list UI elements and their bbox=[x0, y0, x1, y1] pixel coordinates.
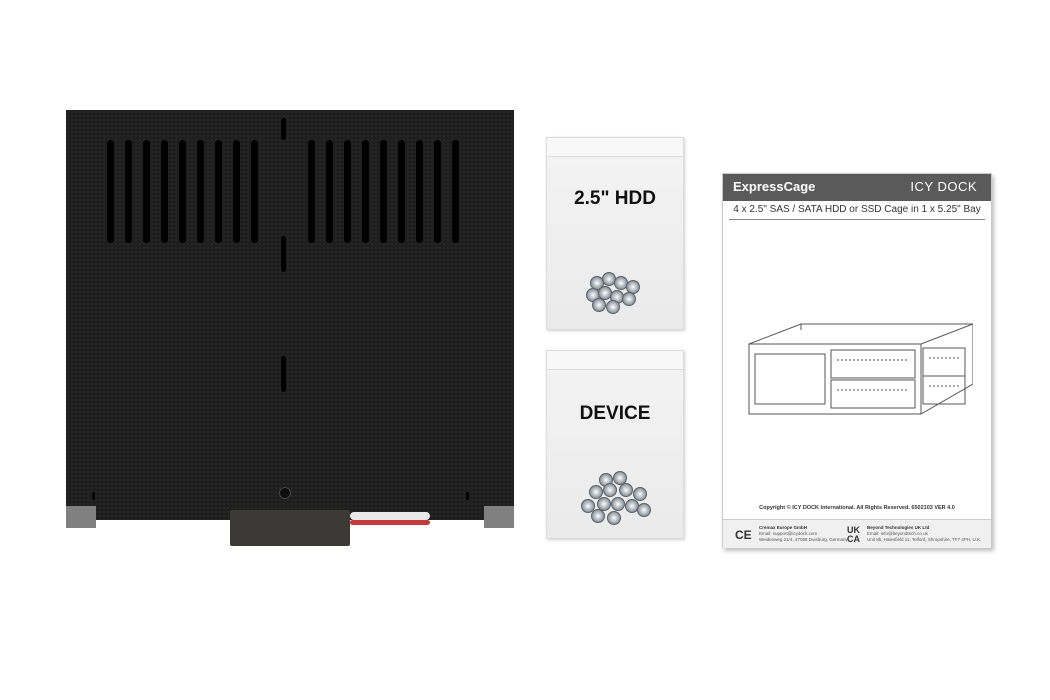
vent-slot bbox=[251, 140, 258, 243]
ce-mark: CE bbox=[735, 528, 752, 542]
vent-slot bbox=[434, 140, 441, 243]
eu-contact: Cremax Europe GmbH Email: support@icydoc… bbox=[759, 525, 848, 543]
screw-pile bbox=[577, 469, 653, 529]
screw bbox=[597, 497, 611, 511]
screw-hole bbox=[279, 487, 291, 499]
uk-contact: Beyond Technologies UK Ltd Email: info@b… bbox=[867, 525, 981, 543]
cooling-fan bbox=[230, 510, 350, 546]
bag-label: 2.5" HDD bbox=[574, 188, 656, 209]
user-manual: ExpressCage ICY DOCK 4 x 2.5" SAS / SATA… bbox=[722, 173, 992, 548]
screw bbox=[606, 300, 620, 314]
uk-address: Unit 8b, Halesfield 11, Telford, Shropsh… bbox=[867, 537, 982, 542]
screw-pile bbox=[582, 270, 642, 320]
cage-foot-right bbox=[484, 506, 514, 528]
vent-slot bbox=[125, 140, 132, 243]
cage-foot-left bbox=[66, 506, 96, 528]
vent-slot bbox=[143, 140, 150, 243]
eu-company: Cremax Europe GmbH bbox=[759, 525, 808, 530]
bag-seal bbox=[547, 351, 683, 370]
uk-company: Beyond Technologies UK Ltd bbox=[867, 525, 930, 530]
small-slot bbox=[92, 492, 95, 500]
vent-slot bbox=[308, 140, 315, 243]
product-illustration bbox=[748, 323, 973, 415]
vent-slot bbox=[416, 140, 423, 243]
cage-body bbox=[66, 110, 514, 520]
divider bbox=[729, 219, 985, 220]
ukca-mark: UKCA bbox=[847, 525, 860, 544]
eu-address: Weidenweg 21/4, 47058 Duisburg, Germany bbox=[759, 537, 848, 542]
uk-email: Email: info@beyondtech.co.uk bbox=[867, 531, 928, 536]
fan-wire-red bbox=[350, 520, 430, 525]
screw bbox=[581, 499, 595, 513]
vent-slot bbox=[215, 140, 222, 243]
screw bbox=[619, 483, 633, 497]
small-slot bbox=[466, 492, 469, 500]
vent-slot bbox=[380, 140, 387, 243]
screw bbox=[591, 509, 605, 523]
screw bbox=[603, 483, 617, 497]
screw bbox=[637, 503, 651, 517]
manual-header: ExpressCage ICY DOCK bbox=[723, 174, 991, 201]
center-slot bbox=[281, 118, 286, 140]
center-slot bbox=[281, 356, 286, 392]
brand-logo: ICY DOCK bbox=[910, 179, 977, 194]
eu-email: Email: support@icydock.com bbox=[759, 531, 818, 536]
fan-wire bbox=[350, 512, 430, 520]
vent-slot bbox=[161, 140, 168, 243]
screw bbox=[592, 298, 606, 312]
bag-label: DEVICE bbox=[579, 403, 651, 424]
vent-slot bbox=[344, 140, 351, 243]
screw bbox=[607, 511, 621, 525]
screw bbox=[611, 497, 625, 511]
vent-slot bbox=[362, 140, 369, 243]
screw-bag-device: DEVICE bbox=[546, 350, 684, 539]
manual-title: ExpressCage bbox=[733, 179, 816, 194]
screw bbox=[633, 487, 647, 501]
manual-subtitle: 4 x 2.5" SAS / SATA HDD or SSD Cage in 1… bbox=[733, 204, 981, 215]
copyright: Copyright © ICY DOCK International. All … bbox=[759, 505, 955, 511]
vent-slot bbox=[326, 140, 333, 243]
vent-slot bbox=[398, 140, 405, 243]
screw-bag-hdd: 2.5" HDD bbox=[546, 137, 684, 330]
screw bbox=[622, 292, 636, 306]
bag-seal bbox=[547, 138, 683, 157]
center-slot bbox=[281, 236, 286, 272]
vent-slot bbox=[452, 140, 459, 243]
vent-slot bbox=[197, 140, 204, 243]
screw bbox=[589, 485, 603, 499]
vent-slot bbox=[179, 140, 186, 243]
vent-slot bbox=[107, 140, 114, 243]
vent-slot bbox=[233, 140, 240, 243]
manual-footer: CE Cremax Europe GmbH Email: support@icy… bbox=[723, 519, 991, 548]
